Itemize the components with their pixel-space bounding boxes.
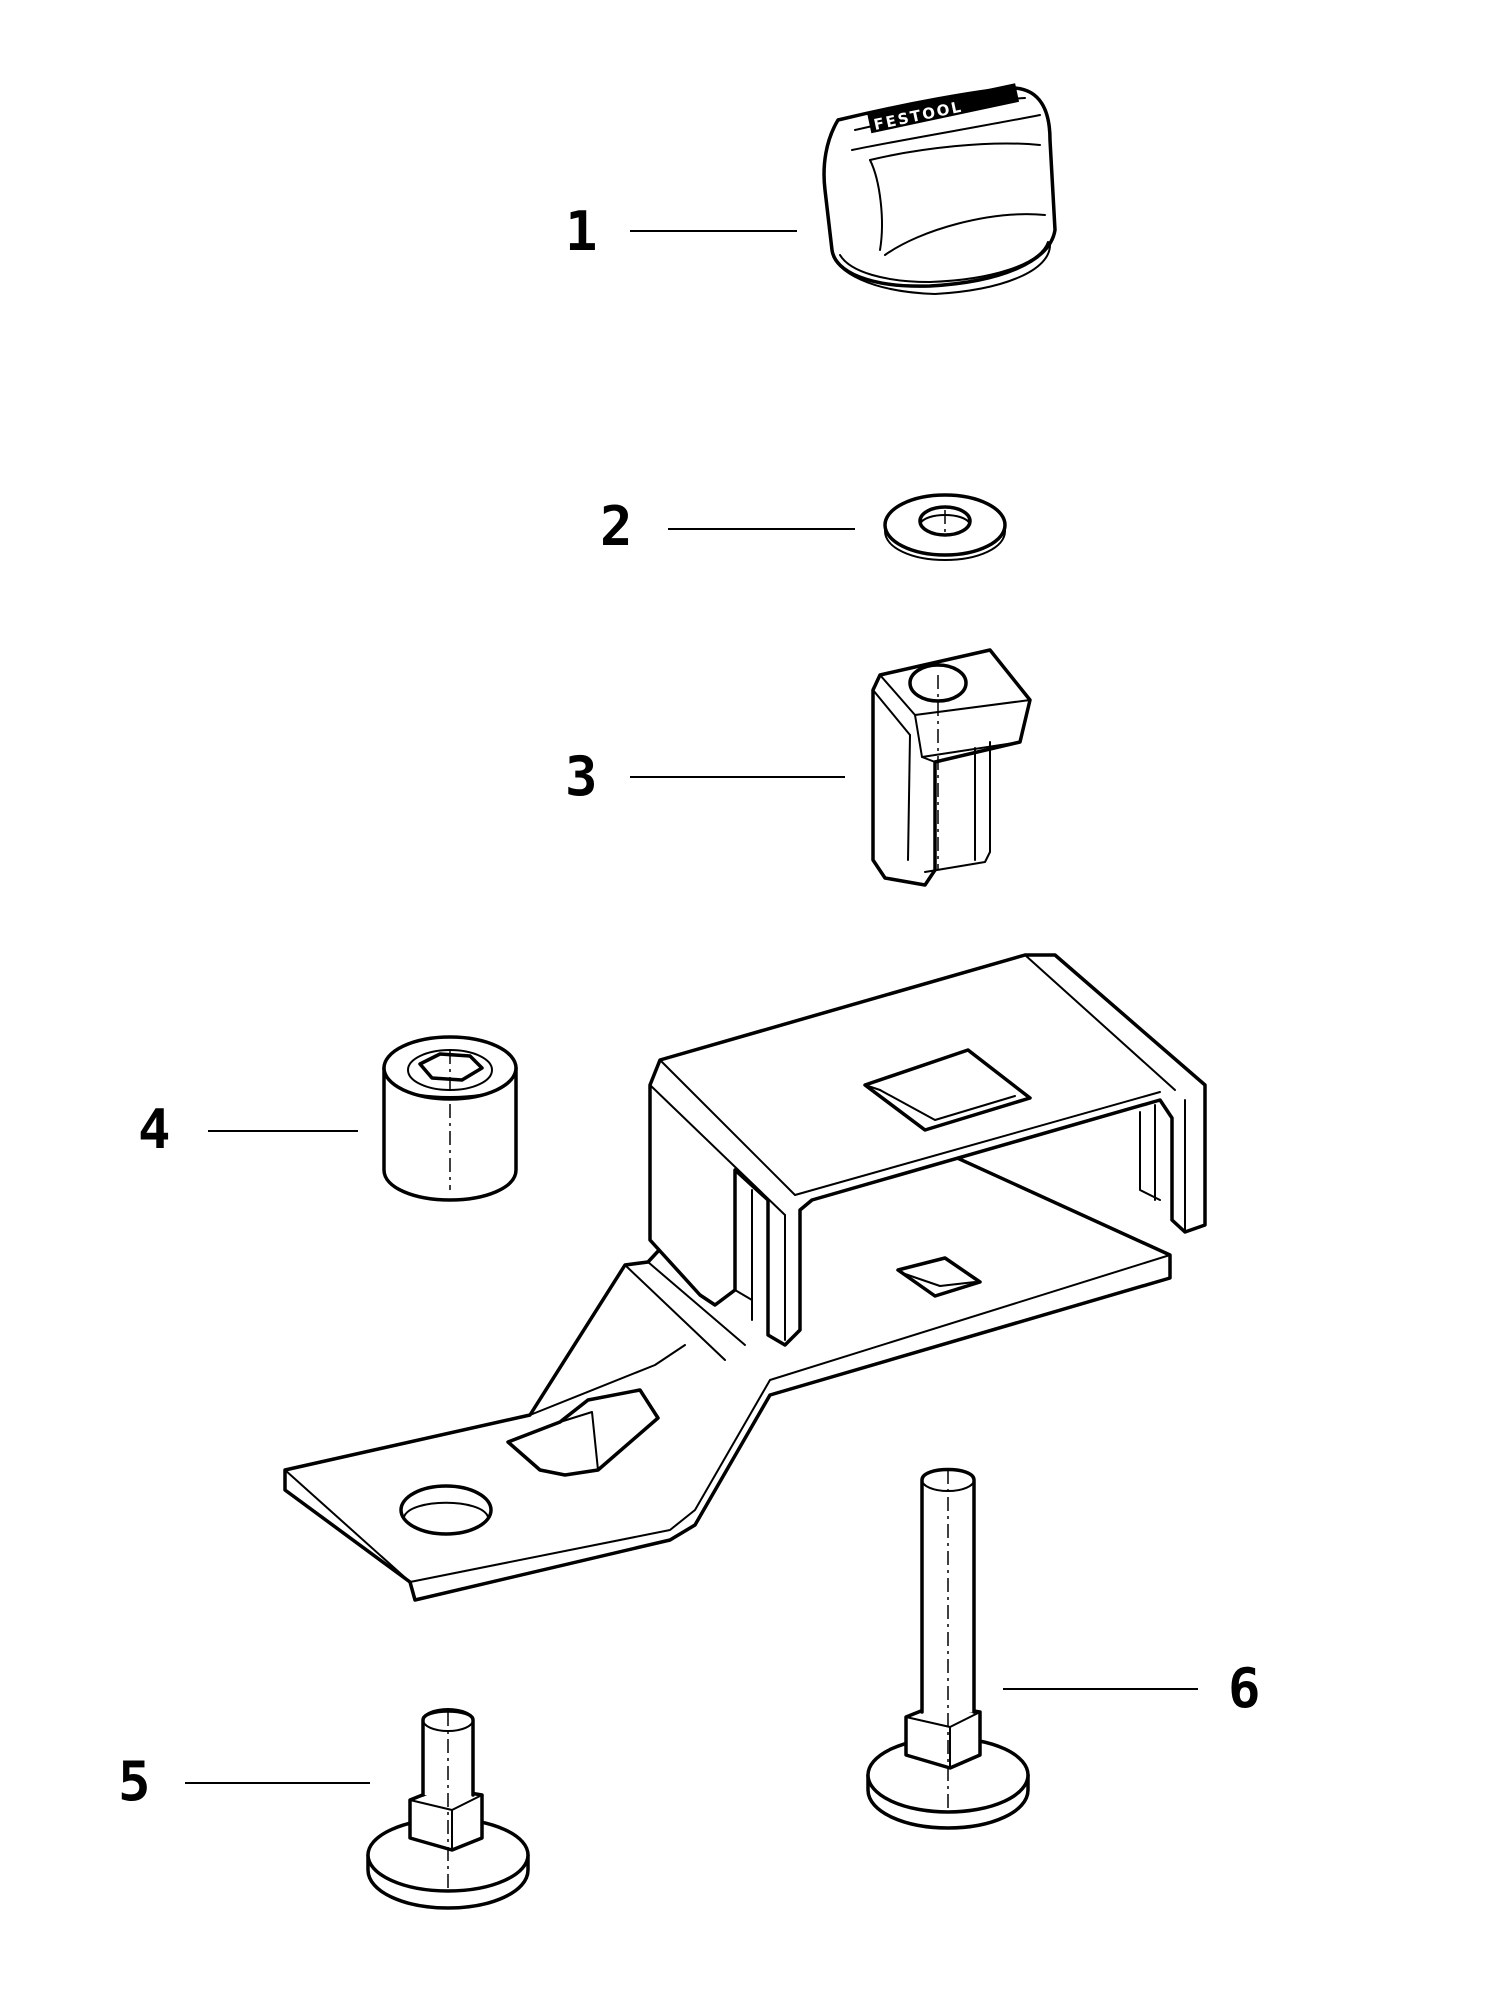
part-4-sleeve-nut[interactable] bbox=[382, 1035, 518, 1202]
callout-6: 6 bbox=[1228, 1657, 1261, 1720]
knob-logo-band bbox=[867, 83, 1020, 134]
part-2-washer[interactable] bbox=[883, 493, 1007, 561]
part-3-clamp-block[interactable] bbox=[871, 648, 1032, 887]
callout-2: 2 bbox=[600, 495, 633, 558]
bracket-assembly[interactable] bbox=[283, 953, 1207, 1602]
callout-4: 4 bbox=[138, 1098, 171, 1161]
callout-5: 5 bbox=[118, 1750, 151, 1813]
part-1-knob[interactable]: FESTOOL bbox=[822, 83, 1057, 295]
part-6-long-bolt[interactable] bbox=[866, 1467, 1030, 1830]
callout-3: 3 bbox=[565, 745, 598, 808]
callout-1: 1 bbox=[565, 200, 598, 263]
part-5-short-bolt[interactable] bbox=[366, 1708, 530, 1910]
